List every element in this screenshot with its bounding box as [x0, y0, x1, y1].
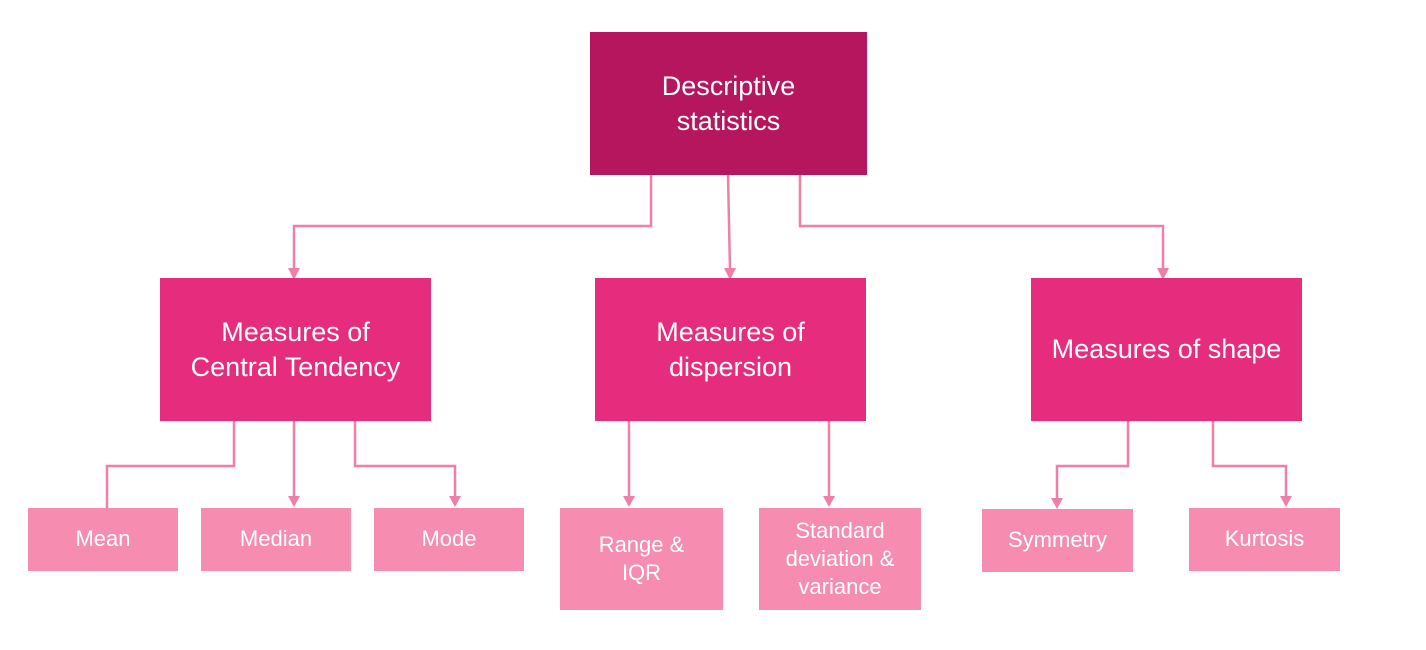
edge-root-to-dispersion	[726, 174, 732, 271]
arrowhead	[1157, 268, 1169, 280]
arrowhead	[1280, 496, 1292, 507]
arrowhead	[449, 496, 461, 507]
leaf-node-mean: Mean	[28, 508, 178, 571]
node-label-line: Measures of	[221, 316, 370, 347]
node-label-line: Mode	[421, 526, 477, 552]
leaf-node-standard-deviation-variance: Standard deviation & variance	[759, 508, 921, 610]
node-label-line: statistics	[676, 105, 781, 136]
node-label-line: Median	[239, 526, 313, 552]
node-label-line: Central Tendency	[190, 351, 401, 382]
category-node-shape: Measures of shape	[1031, 278, 1302, 421]
node-label-line: Symmetry	[1008, 527, 1107, 553]
arrowhead	[288, 268, 300, 280]
node-label-line: variance	[798, 574, 882, 600]
node-label-line: Measures of shape	[1051, 334, 1282, 365]
arrowhead	[823, 496, 835, 507]
arrowhead	[623, 496, 635, 507]
node-label-line: deviation &	[785, 545, 895, 571]
edge-shape-to-symmetry	[1055, 420, 1130, 500]
node-label-line: Mean	[75, 526, 131, 552]
node-label-line: Standard	[795, 517, 885, 543]
leaf-node-kurtosis: Kurtosis	[1189, 508, 1340, 571]
category-node-dispersion: Measures of dispersion	[595, 278, 866, 421]
edge-root-to-shape	[798, 175, 1165, 270]
leaf-node-mode: Mode	[374, 508, 524, 571]
node-label-line: Range &	[598, 531, 685, 557]
arrowhead	[724, 268, 736, 280]
edge-central-to-mode	[353, 420, 457, 498]
root-node-descriptive-statistics: Descriptive statistics	[590, 32, 867, 175]
edge-shape-to-kurtosis	[1211, 420, 1288, 498]
node-label-line: Descriptive	[661, 70, 796, 101]
leaf-node-symmetry: Symmetry	[982, 509, 1133, 572]
node-label-line: IQR	[621, 560, 662, 585]
leaf-node-median: Median	[201, 508, 351, 571]
arrowhead	[1051, 498, 1063, 509]
edge-central-to-mean	[105, 420, 236, 508]
category-node-central-tendency: Measures of Central Tendency	[160, 278, 431, 421]
edge-root-to-central-tendency	[292, 175, 653, 270]
leaf-node-range-iqr: Range & IQR	[560, 508, 723, 610]
node-label-line: Measures of	[656, 316, 805, 347]
node-label-line: dispersion	[668, 351, 793, 382]
node-label-line: Kurtosis	[1224, 526, 1305, 552]
arrowhead	[288, 496, 300, 507]
